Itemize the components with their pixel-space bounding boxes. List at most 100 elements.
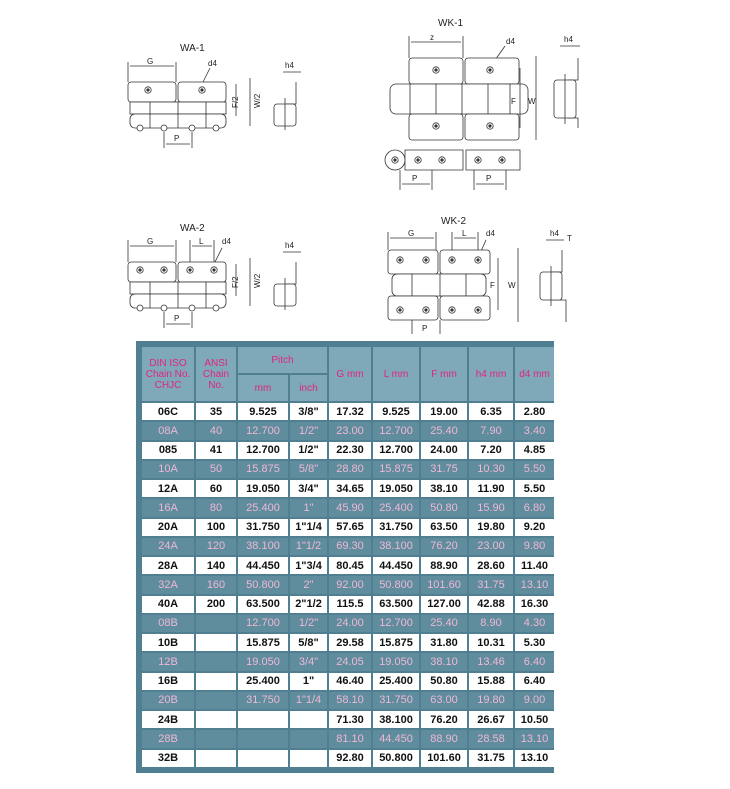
- cell-g: 24.05: [329, 653, 372, 671]
- cell-inch: 3/4": [290, 480, 328, 498]
- cell-inch: 1"1/2: [290, 537, 328, 555]
- cell-g: 17.32: [329, 403, 372, 421]
- cell-ansi: 60: [196, 480, 236, 498]
- cell-l: 44.450: [373, 557, 420, 575]
- cell-ansi: 40: [196, 422, 236, 440]
- cell-l: 44.450: [373, 730, 420, 748]
- wa2-label-d4: d4: [222, 237, 231, 246]
- cell-ansi: [196, 691, 236, 709]
- cell-h4: 31.75: [469, 749, 514, 767]
- cell-d4: 13.10: [515, 730, 555, 748]
- cell-mm: 25.400: [238, 499, 288, 517]
- diagram-wa2: WA-2 G L d4 P F/2 W/2 h4: [127, 223, 301, 328]
- wa1-label-f2: F/2: [231, 96, 240, 108]
- cell-ansi: 140: [196, 557, 236, 575]
- cell-g: 28.80: [329, 460, 372, 478]
- cell-f: 88.90: [421, 730, 468, 748]
- wa2-label-p: P: [174, 314, 179, 323]
- cell-mm: 12.700: [238, 441, 288, 459]
- cell-inch: 1/2": [290, 422, 328, 440]
- cell-g: 92.80: [329, 749, 372, 767]
- cell-f: 24.00: [421, 441, 468, 459]
- cell-d4: 3.40: [515, 422, 555, 440]
- cell-din: 40A: [142, 595, 194, 613]
- cell-ansi: [196, 614, 236, 632]
- header-ansi: ANSI Chain No.: [196, 347, 236, 401]
- cell-d4: 13.10: [515, 576, 555, 594]
- cell-mm: 19.050: [238, 480, 288, 498]
- cell-l: 50.800: [373, 749, 420, 767]
- cell-g: 22.30: [329, 441, 372, 459]
- cell-h4: 42.88: [469, 595, 514, 613]
- header-f: F mm: [421, 347, 468, 401]
- cell-d4: 2.80: [515, 403, 555, 421]
- cell-ansi: [196, 672, 236, 690]
- cell-din: 08B: [142, 614, 194, 632]
- cell-d4: 6.80: [515, 499, 555, 517]
- cell-l: 38.100: [373, 711, 420, 729]
- cell-d4: 5.30: [515, 634, 555, 652]
- cell-f: 31.80: [421, 634, 468, 652]
- cell-l: 31.750: [373, 518, 420, 536]
- wa1-label-p: P: [174, 134, 179, 143]
- cell-g: 115.5: [329, 595, 372, 613]
- cell-din: 28B: [142, 730, 194, 748]
- cell-l: 19.050: [373, 480, 420, 498]
- cell-mm: 38.100: [238, 537, 288, 555]
- cell-mm: [238, 749, 288, 767]
- cell-mm: 31.750: [238, 518, 288, 536]
- cell-f: 127.00: [421, 595, 468, 613]
- wk2-label-p: P: [422, 324, 427, 333]
- cell-g: 24.00: [329, 614, 372, 632]
- cell-inch: [290, 711, 328, 729]
- cell-d4: 10.50: [515, 711, 555, 729]
- cell-din: 08A: [142, 422, 194, 440]
- cell-din: 06C: [142, 403, 194, 421]
- wa1-label-w2: W/2: [253, 93, 262, 108]
- cell-inch: 2": [290, 576, 328, 594]
- cell-h4: 7.90: [469, 422, 514, 440]
- cell-h4: 15.90: [469, 499, 514, 517]
- wa2-label-h4: h4: [285, 241, 294, 250]
- wa2-label-l: L: [199, 237, 204, 246]
- cell-d4: 4.85: [515, 441, 555, 459]
- cell-mm: 31.750: [238, 691, 288, 709]
- cell-f: 88.90: [421, 557, 468, 575]
- cell-inch: 1"1/4: [290, 691, 328, 709]
- cell-ansi: 50: [196, 460, 236, 478]
- cell-l: 31.750: [373, 691, 420, 709]
- cell-inch: 3/8": [290, 403, 328, 421]
- cell-mm: 19.050: [238, 653, 288, 671]
- cell-inch: 1": [290, 499, 328, 517]
- cell-d4: 6.40: [515, 672, 555, 690]
- cell-l: 9.525: [373, 403, 420, 421]
- wk1-label-z: z: [430, 33, 434, 42]
- wk1-label-w: W: [528, 97, 536, 106]
- wa1-label-h4: h4: [285, 61, 294, 70]
- cell-l: 12.700: [373, 422, 420, 440]
- cell-ansi: [196, 711, 236, 729]
- cell-ansi: [196, 653, 236, 671]
- cell-l: 50.800: [373, 576, 420, 594]
- cell-inch: 1/2": [290, 441, 328, 459]
- wk2-label-f: F: [490, 281, 495, 290]
- cell-mm: 63.500: [238, 595, 288, 613]
- chain-attachment-drawings: WA-1 G d4 P F/2 W/2 h4 WK-1 z: [0, 0, 730, 335]
- cell-h4: 13.46: [469, 653, 514, 671]
- header-l: L mm: [373, 347, 420, 401]
- cell-g: 34.65: [329, 480, 372, 498]
- cell-h4: 10.30: [469, 460, 514, 478]
- cell-d4: 9.00: [515, 691, 555, 709]
- cell-g: 69.30: [329, 537, 372, 555]
- diagram-wa1: WA-1 G d4 P F/2 W/2 h4: [127, 43, 301, 148]
- wk1-label-p1: P: [412, 174, 417, 183]
